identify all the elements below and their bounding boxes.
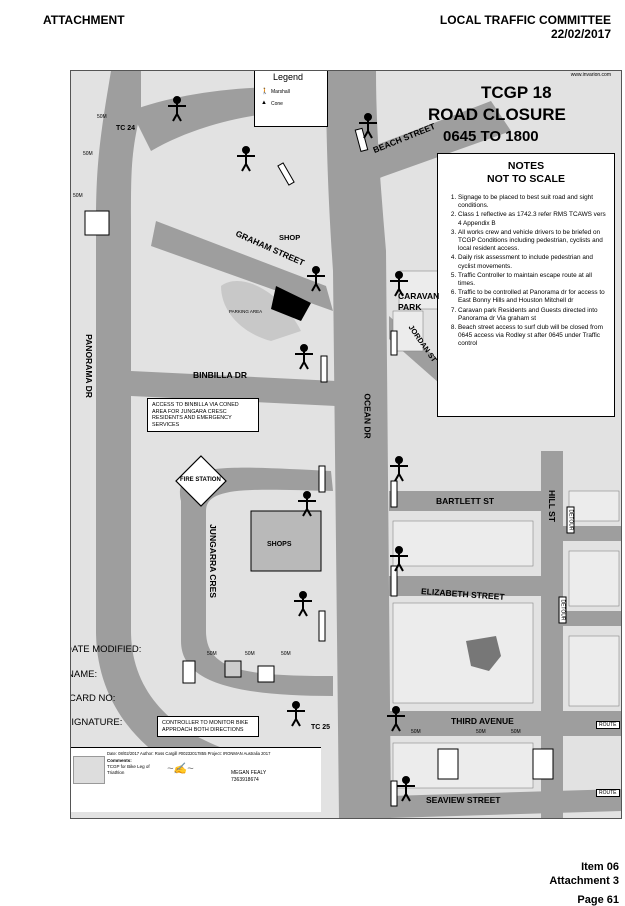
footer-attachment: Attachment 3 [549, 875, 619, 887]
tc24-label: TC 24 [116, 125, 136, 132]
place-parking-area: PARKING AREA [229, 309, 263, 314]
notes-list: Signage to be placed to best suit road a… [438, 194, 614, 349]
dist-label: 50M [83, 151, 93, 157]
parking-patch [221, 281, 301, 341]
header-date: 22/02/2017 [550, 27, 611, 41]
legend-cone-icon: ▲ [261, 100, 267, 106]
notes-title: NOTES [507, 160, 545, 172]
callout-binbilla-access: ACCESS TO BINBILLA VIA CONED AREA FOR JU… [147, 398, 259, 433]
note-item: Beach street access to surf club will be… [458, 324, 608, 349]
dist-label: 50M [73, 193, 83, 199]
form-date-modified: DATE MODIFIED: [70, 644, 142, 655]
tc25-label: TC 25 [311, 724, 331, 731]
tag-hill-detour: DETOUR [566, 506, 575, 534]
note-item: All works crew and vehicle drivers to be… [458, 229, 608, 254]
note-item: Daily risk assessment to include pedestr… [458, 254, 608, 270]
note-item: Class 1 reflective as 1742.3 refer RMS T… [458, 211, 608, 227]
street-label-third: THIRD AVENUE [451, 716, 514, 726]
blocks [392, 270, 620, 789]
notes-panel: NOTES NOT TO SCALE Signage to be placed … [437, 153, 615, 417]
map-title-line3: 0645 TO 1800 [443, 128, 539, 145]
place-shops: SHOPS [267, 541, 292, 548]
form-name: NAME: [70, 669, 98, 680]
street-label-jungarra: JUNGARRA CRES [207, 524, 218, 598]
place-shop: SHOP [279, 233, 301, 242]
fire-station-sign [175, 455, 227, 507]
info-signer-no: 7363918674 [231, 777, 259, 783]
barricades [277, 127, 398, 807]
dist-label: 50M [511, 729, 521, 735]
form-signature: SIGNATURE: [70, 717, 123, 728]
dist-label: 50M [97, 114, 107, 120]
note-item: Traffic to be controlled at Panorama dr … [458, 289, 608, 305]
info-comments-label: Comments: [107, 758, 132, 763]
signature-scribble: ~✍~ [167, 763, 194, 775]
footer-page: Page 61 [577, 894, 619, 906]
place-caravan-park: CARAVAN PARK [398, 291, 440, 312]
street-label-panorama: PANORAMA DR [83, 334, 94, 398]
header-committee: LOCAL TRAFFIC COMMITTEE [439, 13, 611, 27]
footer-item: Item 06 [581, 861, 619, 873]
street-label-binbilla: BINBILLA DR [193, 370, 247, 380]
legend-item-marshall: Marshall [271, 89, 290, 95]
street-label-bartlett: BARTLETT ST [436, 496, 495, 506]
form-card-no: CARD NO: [70, 693, 116, 704]
marshal-figures [168, 96, 415, 802]
street-label-hill: HILL ST [546, 490, 557, 522]
dist-label: 50M [245, 651, 255, 657]
note-item: Traffic Controller to maintain escape ro… [458, 272, 608, 288]
map-title-line1: TCGP 18 [481, 83, 552, 102]
info-line: Date: 08/02/2017 Author: Ross Cargill #0… [107, 751, 271, 756]
tag-third-route: ROUTE [596, 721, 620, 729]
info-strip: Date: 08/02/2017 Author: Ross Cargill #0… [71, 747, 321, 812]
bike-signs [84, 210, 554, 780]
website-label: www.invarion.com [570, 72, 611, 78]
tag-eliz-detour: DETOUR [558, 596, 567, 624]
note-item: Caravan park Residents and Guests direct… [458, 307, 608, 323]
tag-seaview-route: ROUTE [596, 789, 620, 797]
roads [96, 71, 621, 818]
legend: Legend 🚶 Marshall ▲ Cone [254, 71, 328, 127]
notes-subtitle: NOT TO SCALE [487, 173, 565, 185]
legend-title: Legend [273, 72, 304, 82]
dist-label: 50M [207, 651, 217, 657]
shops-block [250, 510, 322, 572]
callout-controller: CONTROLLER TO MONITOR BIKE APPROACH BOTH… [157, 716, 259, 738]
info-signer: MEGAN FEALY [231, 770, 267, 776]
header-left: ATTACHMENT [43, 13, 125, 27]
agency-logo [73, 756, 105, 784]
street-label-seaview: SEAVIEW STREET [426, 795, 501, 805]
note-item: Signage to be placed to best suit road a… [458, 194, 608, 210]
parking-marker [271, 286, 311, 321]
info-comments: TCGP for Bike Leg of Triathlon [107, 764, 150, 775]
legend-marshall-icon: 🚶 [261, 89, 269, 95]
traffic-control-map: www.invarion.com TCGP 18 ROAD CLOSURE 06… [70, 70, 622, 819]
dist-label: 50M [411, 729, 421, 735]
dist-label: 50M [476, 729, 486, 735]
road-network [84, 71, 621, 818]
dist-label: 50M [281, 651, 291, 657]
map-title-line2: ROAD CLOSURE [428, 105, 566, 124]
legend-item-cone: Cone [271, 101, 283, 107]
street-label-ocean: OCEAN DR [362, 393, 373, 439]
place-fire-station: FIRE STATION [180, 477, 221, 483]
map-blot [466, 636, 501, 671]
